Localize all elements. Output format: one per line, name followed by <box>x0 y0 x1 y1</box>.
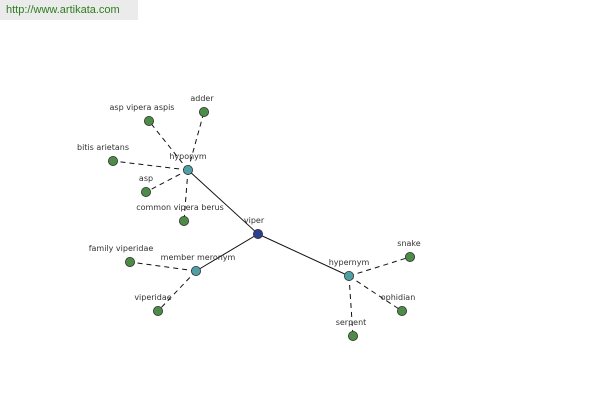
label-adder: adder <box>190 94 214 103</box>
node-viperidae[interactable] <box>152 305 163 316</box>
node-hyponym[interactable] <box>182 164 193 175</box>
nodes-layer <box>108 107 415 341</box>
edge-hypernym-snake <box>348 256 411 277</box>
node-asp-vipera-aspis[interactable] <box>143 116 154 127</box>
node-asp[interactable] <box>140 186 151 197</box>
edge-hyponym-asp-vipera-aspis <box>148 120 189 171</box>
label-viper: viper <box>244 216 265 225</box>
label-asp-vipera-aspis: asp vipera aspis <box>110 103 175 112</box>
node-member-meronym[interactable] <box>190 265 201 276</box>
label-common-vipera-berus: common vipera berus <box>136 203 224 212</box>
node-serpent[interactable] <box>347 330 358 341</box>
edge-hypernym-ophidian <box>348 275 403 312</box>
edge-hyponym-adder <box>187 111 205 171</box>
edge-viper-hyponym <box>187 169 259 235</box>
edge-hyponym-bitis-arietans <box>112 160 189 171</box>
labels-layer: adder asp vipera aspis bitis arietans asp co… <box>77 94 421 327</box>
label-hyponym: hyponym <box>169 152 207 161</box>
node-bitis-arietans[interactable] <box>108 155 119 166</box>
node-family-viperidae[interactable] <box>125 256 136 267</box>
label-ophidian: ophidian <box>381 293 416 302</box>
url-text[interactable]: http://www.artikata.com <box>6 4 120 16</box>
edges-layer <box>112 111 411 337</box>
node-viper[interactable] <box>252 228 263 239</box>
url-banner[interactable]: http://www.artikata.com <box>0 0 138 20</box>
label-asp: asp <box>139 174 153 183</box>
edge-member-meronym-viperidae <box>157 270 197 312</box>
label-viperidae: viperidae <box>134 293 171 302</box>
label-member-meronym: member meronym <box>161 253 236 262</box>
edge-viper-hypernym <box>257 233 350 277</box>
edge-member-meronym-family-viperidae <box>129 261 197 272</box>
label-family-viperidae: family viperidae <box>89 244 154 253</box>
edge-viper-member-meronym <box>195 233 259 272</box>
node-adder[interactable] <box>198 107 209 118</box>
label-hypernym: hypernym <box>329 258 370 267</box>
edge-hyponym-common-vipera-berus <box>183 169 189 222</box>
node-snake[interactable] <box>404 251 415 262</box>
edge-hypernym-serpent <box>348 275 354 337</box>
edge-hyponym-asp <box>145 169 189 193</box>
label-serpent: serpent <box>336 318 367 327</box>
node-hypernym[interactable] <box>343 270 354 281</box>
label-snake: snake <box>397 239 420 248</box>
label-bitis-arietans: bitis arietans <box>77 143 129 152</box>
node-ophidian[interactable] <box>396 305 407 316</box>
node-common-vipera-berus[interactable] <box>178 215 189 226</box>
